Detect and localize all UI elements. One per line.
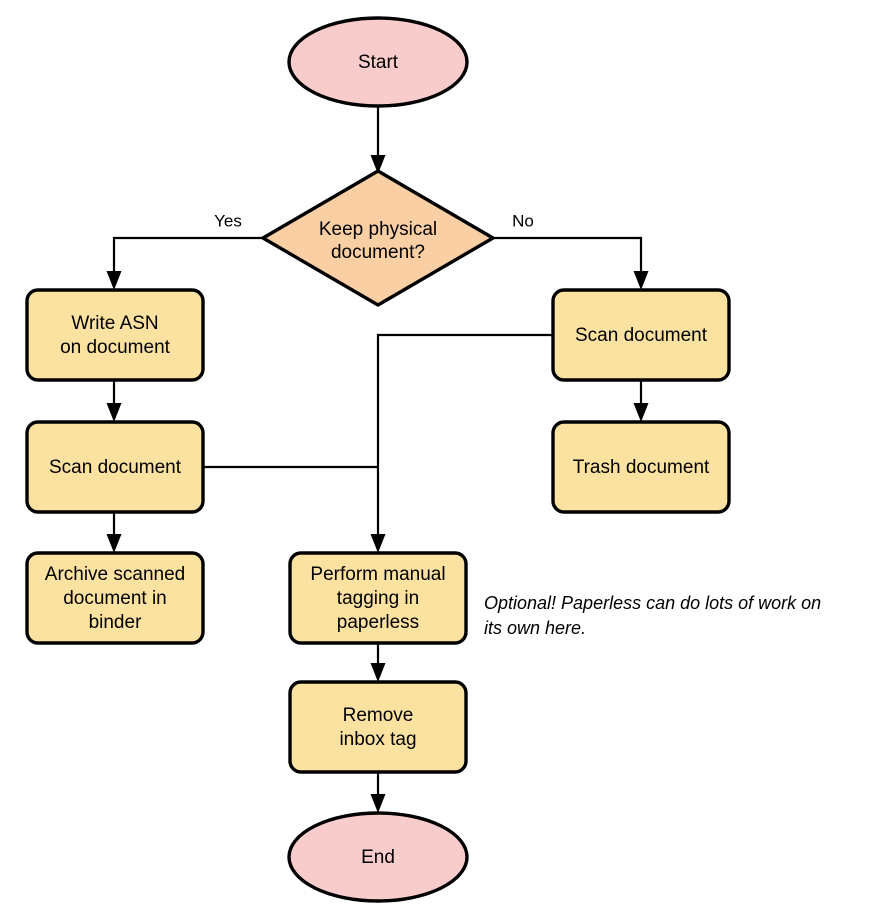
node-archive-label-line1: Archive scanned xyxy=(45,564,185,585)
node-start[interactable]: Start xyxy=(287,16,469,108)
edge-manual-tagging-to-remove-inbox xyxy=(370,643,386,682)
node-write-asn-label-line2: on document xyxy=(60,337,171,358)
node-end[interactable]: End xyxy=(287,811,469,903)
edge-start-to-decision xyxy=(370,106,386,174)
node-scan-document-left[interactable]: Scan document xyxy=(25,420,205,514)
node-trash-document[interactable]: Trash document xyxy=(551,420,731,514)
edge-scan-right-to-trash xyxy=(633,380,649,422)
node-scan-document-right-label: Scan document xyxy=(575,325,708,346)
node-remove-inbox-label-line1: Remove xyxy=(343,705,414,726)
edge-decision-yes-to-write-asn xyxy=(106,236,263,290)
node-archive-label-line3: binder xyxy=(89,612,142,633)
node-decision-label-line2: document? xyxy=(331,242,425,263)
node-decision-label-line1: Keep physical xyxy=(319,219,437,240)
edge-remove-inbox-to-end xyxy=(370,772,386,813)
node-start-label: Start xyxy=(358,52,399,73)
edge-write-asn-to-scan-left xyxy=(106,380,122,422)
node-manual-tagging-label-line3: paperless xyxy=(337,612,419,633)
node-manual-tagging-label-line1: Perform manual xyxy=(310,564,445,585)
annotation-note-line1: Optional! Paperless can do lots of work … xyxy=(484,593,821,613)
node-manual-tagging-label-line2: tagging in xyxy=(337,588,419,609)
node-archive-scanned-document-in-binder[interactable]: Archive scanned document in binder xyxy=(25,551,205,645)
edge-label-no: No xyxy=(512,211,534,230)
node-write-asn-label-line1: Write ASN xyxy=(71,313,158,334)
node-remove-inbox-label-line2: inbox tag xyxy=(339,729,416,750)
node-scan-document-right[interactable]: Scan document xyxy=(551,288,731,382)
node-perform-manual-tagging[interactable]: Perform manual tagging in paperless xyxy=(288,551,468,645)
edge-decision-no-to-scan-right xyxy=(493,236,649,290)
node-remove-inbox-tag[interactable]: Remove inbox tag xyxy=(288,680,468,774)
node-decision-keep-physical-document[interactable]: Keep physical document? xyxy=(261,169,495,307)
annotation-note-line2: its own here. xyxy=(484,618,586,638)
edge-label-yes: Yes xyxy=(214,211,242,230)
node-trash-document-label: Trash document xyxy=(573,457,710,478)
edge-scan-right-to-manual-tagging xyxy=(370,333,553,553)
annotation-note: Optional! Paperless can do lots of work … xyxy=(484,593,821,638)
node-archive-label-line2: document in xyxy=(63,588,167,609)
node-end-label: End xyxy=(361,847,395,868)
node-write-asn-on-document[interactable]: Write ASN on document xyxy=(25,288,205,382)
edge-scan-left-to-archive xyxy=(106,512,122,553)
node-scan-document-left-label: Scan document xyxy=(49,457,182,478)
